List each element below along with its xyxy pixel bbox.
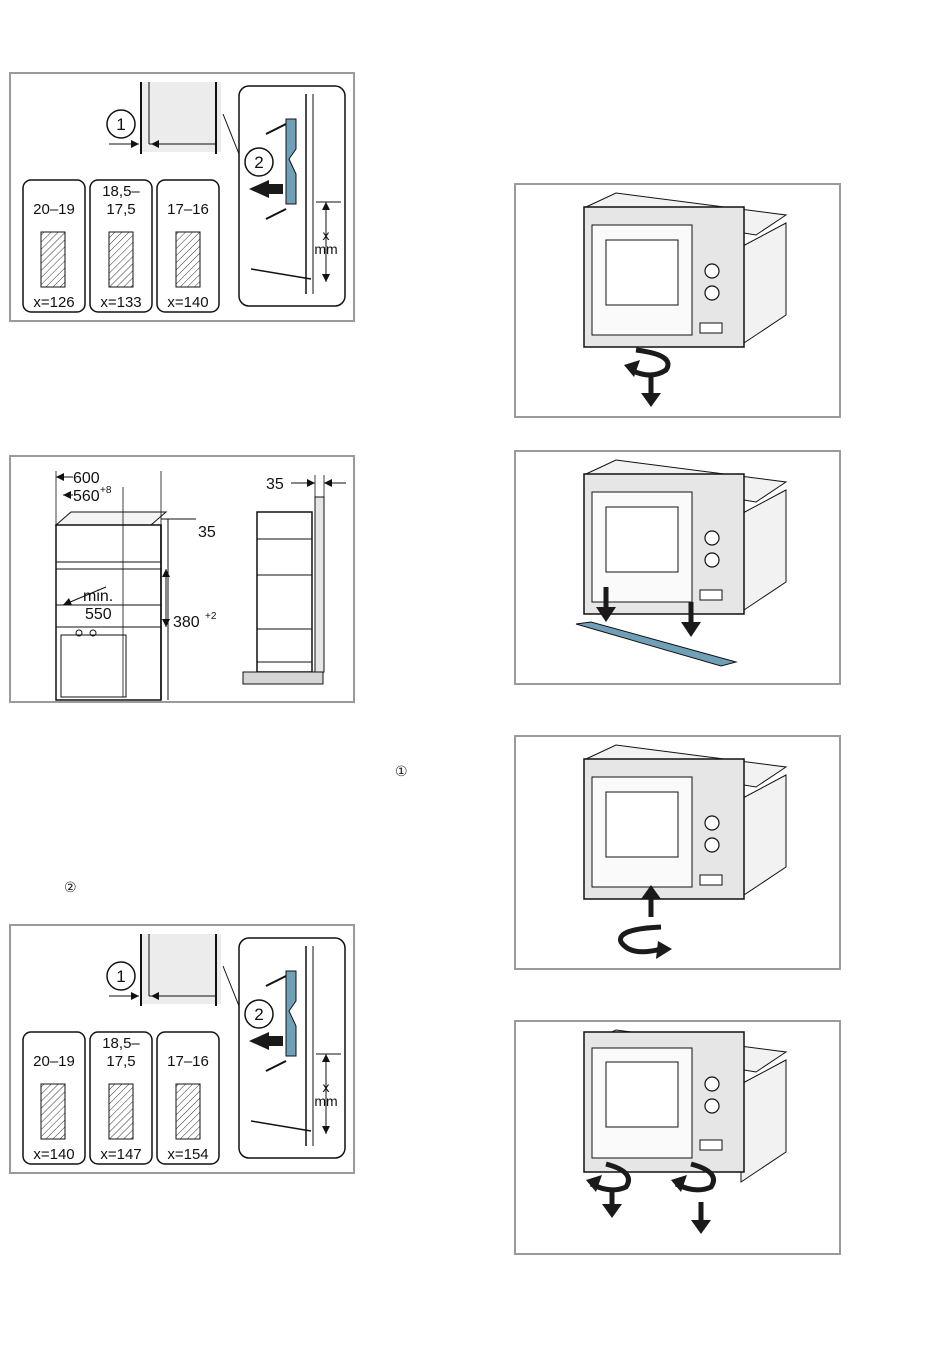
figure-microwave-insert-screw (514, 735, 841, 970)
niche-diagram: 600 560 +8 35 min. 550 380 +2 35 (11, 457, 355, 703)
range-label: 18,5– (102, 183, 140, 200)
cabinet-niche (141, 82, 221, 152)
x-value-label: x=154 (167, 1146, 208, 1163)
down-arrow-icon (641, 393, 661, 407)
x-value-label: x=133 (100, 294, 141, 311)
step-marker-2: ② (64, 880, 77, 896)
thickness-box-1: 20–19 x=126 (23, 180, 85, 312)
knob-icon (705, 531, 719, 545)
range-label: 17–16 (167, 201, 209, 218)
down-arrow-icon (681, 622, 701, 637)
figure-niche-dimensions: 600 560 +8 35 min. 550 380 +2 35 (9, 455, 355, 703)
x-value-label: x=126 (33, 294, 74, 311)
range-label: 18,5– (102, 1035, 140, 1052)
range-label: 17–16 (167, 1053, 209, 1070)
microwave-illustration-3 (516, 737, 841, 970)
step-marker-1: ① (395, 764, 408, 780)
down-arrow-icon (691, 1220, 711, 1234)
range-label-bottom: 17,5 (106, 1053, 135, 1070)
mounting-diagram-b: 1 2 x mm 20–19 x=140 18,5– 17,5 (11, 926, 355, 1174)
mounting-diagram-a: 1 2 x mm 20–19 x=126 18,5– 17,5 (11, 74, 355, 322)
knob-icon (705, 264, 719, 278)
figure-mounting-detail-b: 1 2 x mm 20–19 x=140 18,5– 17,5 (9, 924, 355, 1174)
height-tolerance: +2 (205, 611, 217, 622)
side-panel (315, 497, 324, 672)
figure-microwave-remove-screw (514, 183, 841, 418)
thickness-box-1: 20–19 x=140 (23, 1032, 85, 1164)
figure-mounting-detail-a: 1 2 x mm 20–19 x=126 18,5– 17,5 (9, 72, 355, 322)
knob-icon (705, 838, 719, 852)
depth-top-label: 35 (198, 524, 216, 541)
knob-icon (705, 816, 719, 830)
range-label: 20–19 (33, 1053, 75, 1070)
dim-unit-label: mm (314, 1093, 337, 1109)
floor-base (243, 672, 323, 684)
x-value-label: x=147 (100, 1146, 141, 1163)
min-label: min. (83, 588, 113, 605)
side-gap-label: 35 (266, 476, 284, 493)
x-value-label: x=140 (33, 1146, 74, 1163)
knob-icon (705, 1077, 719, 1091)
thickness-box-2: 18,5– 17,5 x=133 (90, 180, 152, 312)
mounting-rail (576, 622, 736, 666)
width-inner-tolerance: +8 (100, 485, 112, 496)
callout-2-label: 2 (254, 153, 263, 172)
callout-1-label: 1 (116, 967, 125, 986)
range-label-bottom: 17,5 (106, 201, 135, 218)
thickness-box-3: 17–16 x=140 (157, 180, 219, 312)
microwave-illustration-2 (516, 452, 841, 685)
width-inner-label: 560 (73, 488, 100, 505)
range-label: 20–19 (33, 201, 75, 218)
microwave-illustration-4 (516, 1022, 841, 1255)
figure-microwave-attach-bracket (514, 450, 841, 685)
rotate-arrow-icon (621, 927, 662, 952)
dim-unit-label: mm (314, 241, 337, 257)
callout-1-label: 1 (116, 115, 125, 134)
knob-icon (705, 286, 719, 300)
down-arrow-icon (602, 1204, 622, 1218)
thickness-box-3: 17–16 x=154 (157, 1032, 219, 1164)
callout-2-label: 2 (254, 1005, 263, 1024)
microwave-illustration-1 (516, 185, 841, 418)
figure-microwave-remove-screws (514, 1020, 841, 1255)
side-view-cabinet (257, 512, 312, 672)
oven-below (61, 635, 126, 697)
width-outer-label: 600 (73, 470, 100, 487)
height-label: 380 (173, 614, 200, 631)
knob-icon (705, 553, 719, 567)
thickness-box-2: 18,5– 17,5 x=147 (90, 1032, 152, 1164)
min-value-label: 550 (85, 606, 112, 623)
knob-icon (705, 1099, 719, 1113)
x-value-label: x=140 (167, 294, 208, 311)
